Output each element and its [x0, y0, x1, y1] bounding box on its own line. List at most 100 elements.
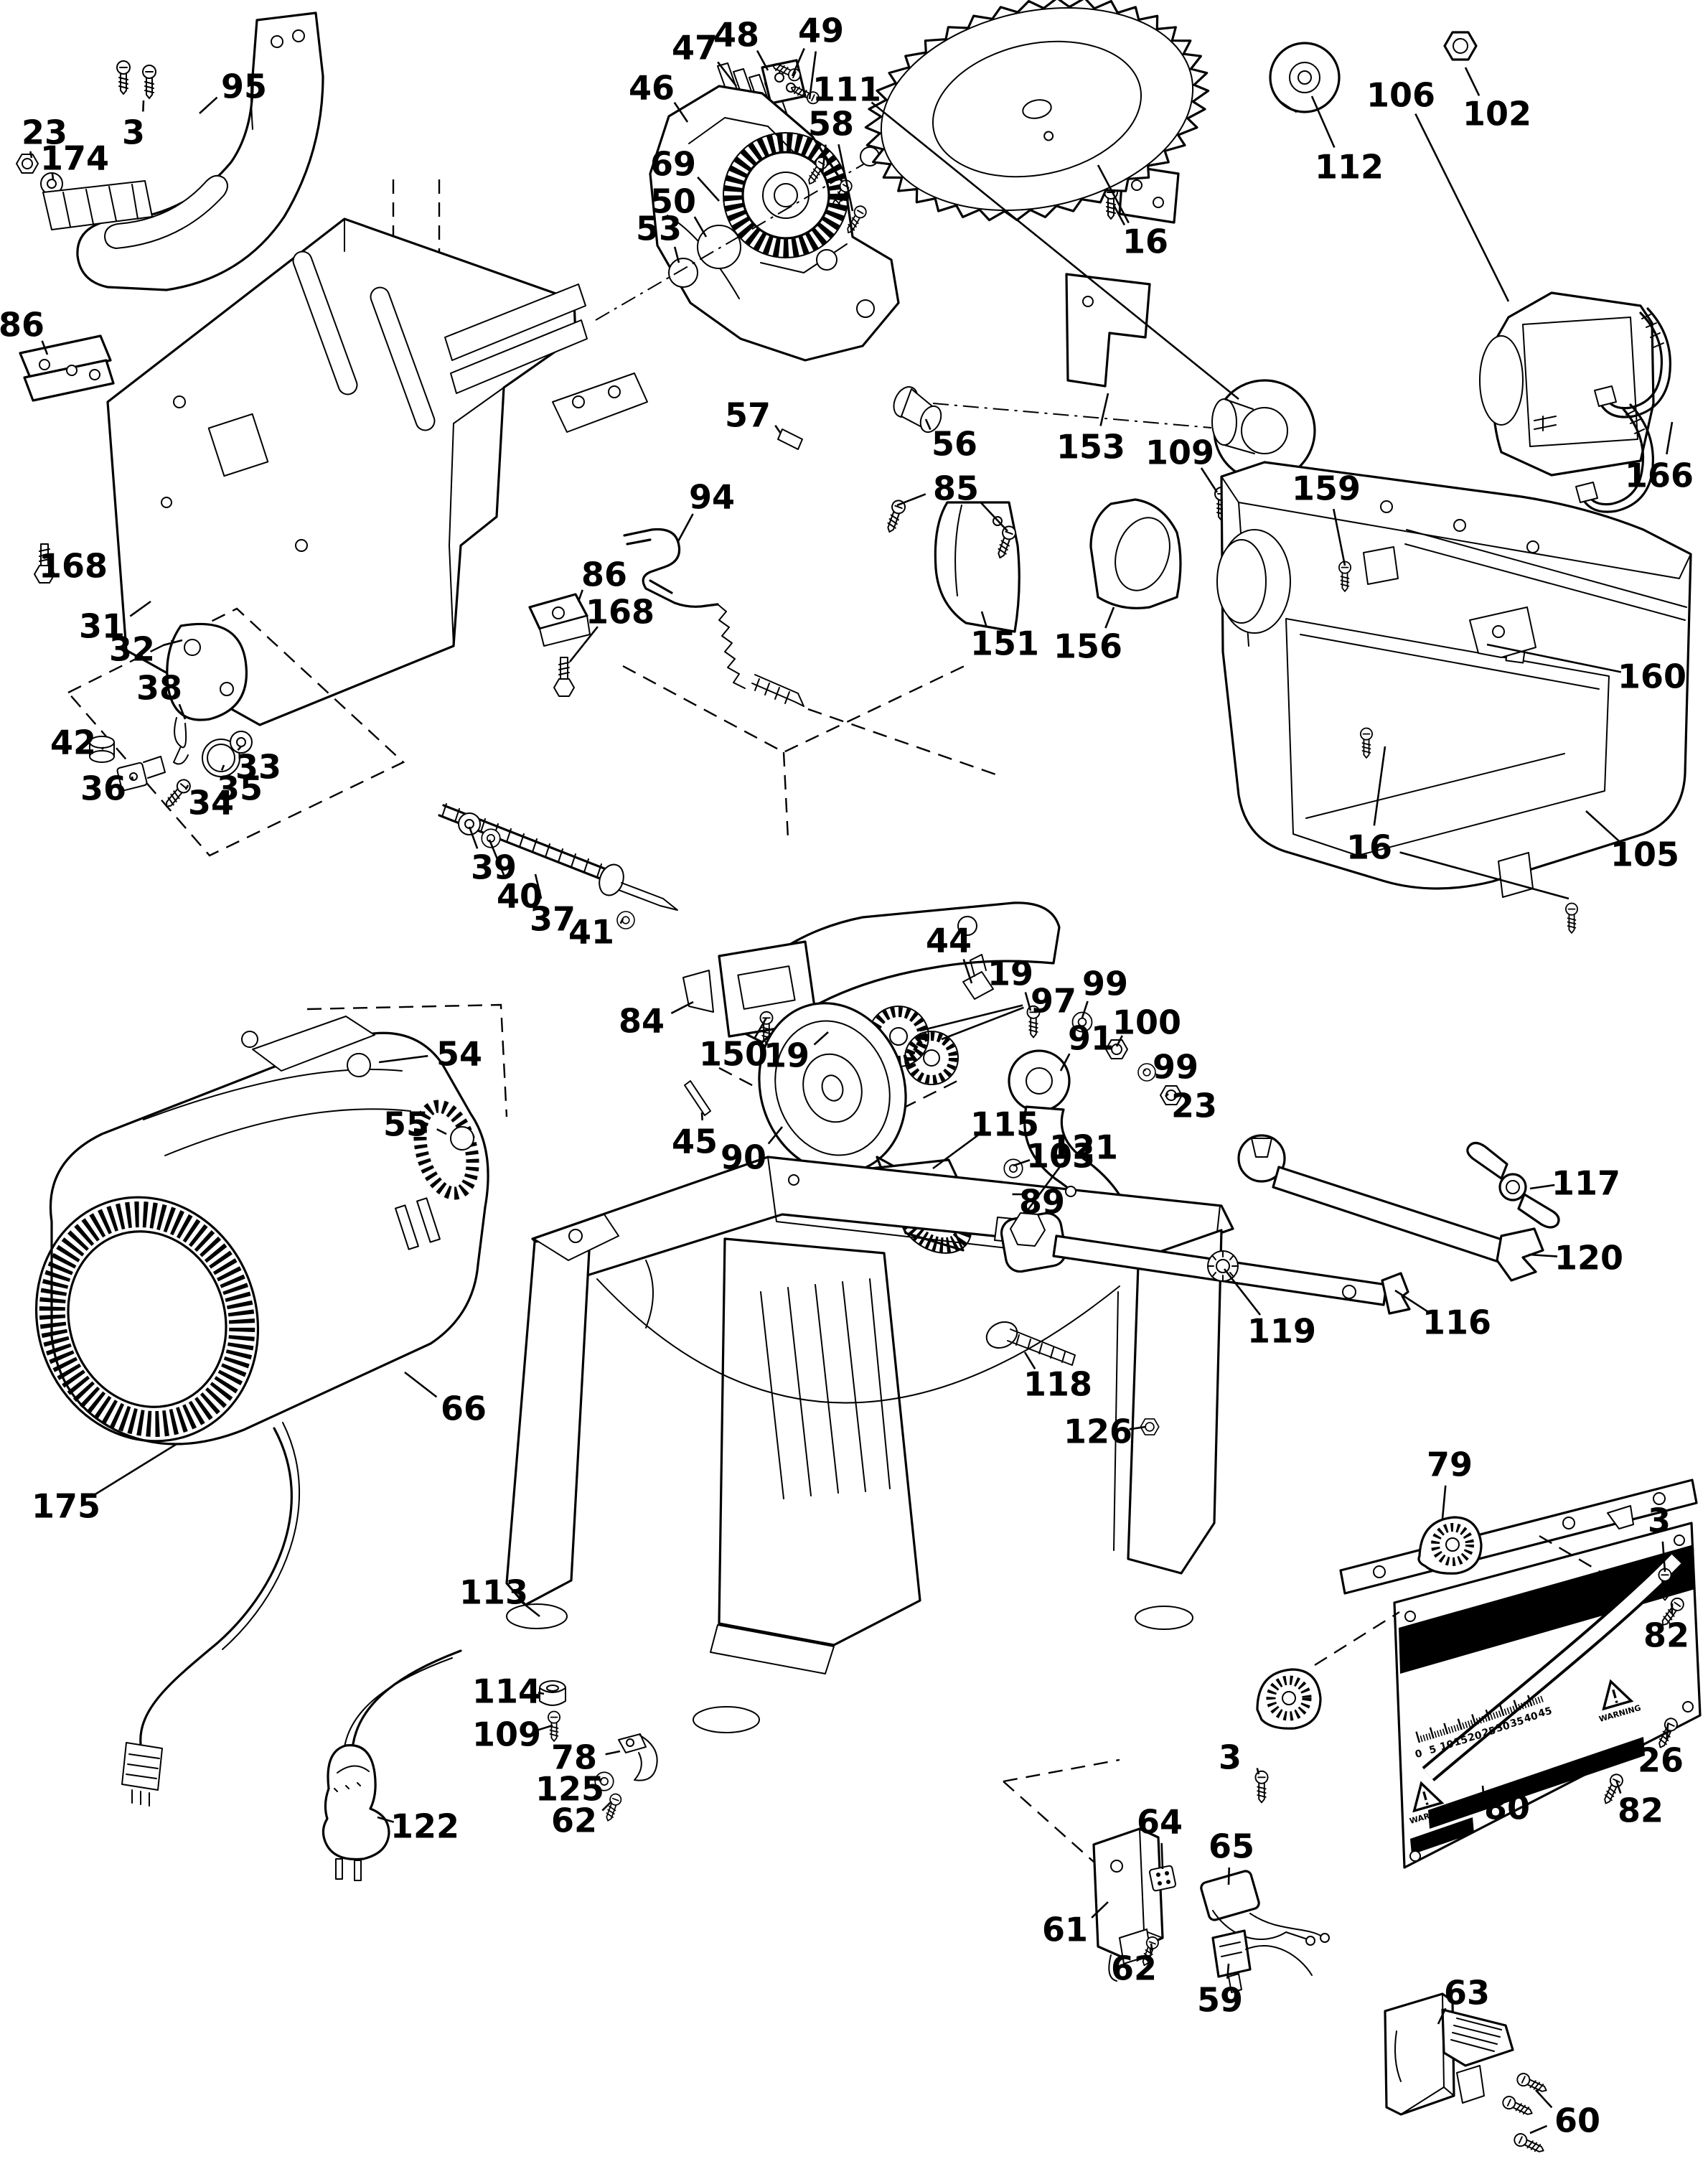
callout-23-2: 23 — [22, 113, 67, 152]
callout-55-47: 55 — [383, 1105, 429, 1144]
callout-23-57: 23 — [1171, 1087, 1217, 1125]
callout-156-34: 156 — [1054, 627, 1122, 666]
base-housing-113 — [505, 1156, 1234, 1733]
roll-pin-57 — [777, 428, 803, 450]
callout-94-32: 94 — [689, 478, 735, 517]
callout-78-72: 78 — [551, 1738, 597, 1777]
assembly-dashed-lines — [1314, 1535, 1608, 1667]
callout-86-18: 86 — [581, 556, 627, 594]
bracket-16-top — [1118, 164, 1180, 224]
locknut-23 — [16, 154, 39, 174]
screw-60b — [1500, 2094, 1536, 2120]
saw-blade — [864, 0, 1210, 222]
assembly-dashed-lines — [392, 179, 441, 260]
arbor-axis-line — [595, 161, 868, 321]
grommet-114 — [539, 1680, 566, 1706]
callout-160-43: 160 — [1618, 657, 1686, 696]
tilt-lever-cluster — [89, 622, 253, 792]
callout-42-9: 42 — [50, 723, 96, 762]
callout-126-68: 126 — [1064, 1412, 1132, 1451]
callout-62-74: 62 — [551, 1801, 597, 1840]
callout-60-83: 60 — [1554, 2102, 1600, 2140]
callout-99-56: 99 — [1153, 1048, 1198, 1087]
arbor-nut-102 — [1443, 31, 1478, 61]
cord-clamp-78 — [618, 1733, 658, 1781]
callout-82-87: 82 — [1618, 1791, 1664, 1830]
callout-106-40: 106 — [1366, 76, 1435, 115]
scale-label-15: 15 — [1453, 1734, 1469, 1748]
washer-103 — [1003, 1158, 1023, 1179]
blade-guard-151 — [934, 501, 1020, 633]
callout-35-12: 35 — [217, 769, 263, 808]
assembly-dashed-lines — [1003, 1758, 1120, 1863]
callout-45-61: 45 — [672, 1123, 718, 1161]
callout-112-39: 112 — [1315, 148, 1384, 187]
callout-49-22: 49 — [798, 11, 844, 50]
arbor-hole — [1022, 99, 1052, 119]
callout-111-24: 111 — [812, 70, 881, 109]
callout-118-67: 118 — [1023, 1365, 1092, 1404]
callout-58-25: 58 — [808, 105, 854, 144]
callout-56-30: 56 — [932, 425, 977, 464]
screw-60c — [1511, 2131, 1547, 2157]
callout-19-51: 19 — [987, 955, 1033, 993]
callout-95-0: 95 — [221, 67, 267, 106]
callout-89-64: 89 — [1019, 1183, 1065, 1222]
callout-151-33: 151 — [970, 624, 1039, 663]
callout-125-73: 125 — [535, 1770, 604, 1809]
callout-119-93: 119 — [1247, 1312, 1316, 1351]
callout-3-1: 3 — [122, 113, 145, 152]
assembly-dashed-lines — [622, 663, 968, 839]
callout-53-28: 53 — [636, 210, 682, 248]
scale-label-25: 25 — [1481, 1725, 1497, 1739]
callout-115-65: 115 — [970, 1105, 1039, 1144]
pin-45 — [684, 1080, 711, 1116]
callout-109-37: 109 — [1145, 434, 1214, 472]
callout-117-90: 117 — [1552, 1164, 1620, 1203]
capacitor-65 — [1200, 1870, 1330, 1946]
callout-121-66: 121 — [1049, 1128, 1118, 1167]
scale-label-10: 10 — [1439, 1738, 1455, 1753]
callout-32-7: 32 — [109, 630, 155, 669]
callout-116-92: 116 — [1422, 1303, 1491, 1342]
star-washer-119 — [1207, 1250, 1239, 1282]
callout-16-45: 16 — [1346, 828, 1392, 867]
wing-nut-117 — [1466, 1141, 1560, 1229]
scale-label-5: 5 — [1428, 1743, 1438, 1756]
screw-16d — [1564, 902, 1579, 934]
callout-100-55: 100 — [1112, 1003, 1181, 1042]
callout-37-16: 37 — [530, 900, 576, 939]
gib-plate-84 — [682, 970, 714, 1013]
screw-85a — [882, 497, 908, 535]
scale-label-45: 45 — [1536, 1705, 1553, 1720]
callout-97-52: 97 — [1031, 982, 1076, 1021]
callout-46-23: 46 — [629, 69, 675, 108]
callout-61-79: 61 — [1042, 1911, 1088, 1949]
callout-159-42: 159 — [1292, 469, 1361, 508]
assembly-dashed-lines — [306, 1003, 508, 1118]
drive-gear-69 — [723, 132, 849, 258]
callout-19-60: 19 — [764, 1036, 810, 1075]
screw-3b — [142, 65, 156, 99]
callout-59-81: 59 — [1197, 1981, 1243, 2020]
callout-66-48: 66 — [441, 1390, 487, 1428]
callout-114-70: 114 — [472, 1672, 541, 1711]
callout-64-77: 64 — [1137, 1803, 1183, 1842]
callout-26-86: 26 — [1638, 1741, 1684, 1780]
screw-3-left — [1254, 1770, 1269, 1804]
o-ring-50 — [697, 225, 741, 269]
callout-122-75: 122 — [390, 1807, 459, 1846]
mount-bracket-86-left — [19, 334, 115, 402]
callout-38-8: 38 — [136, 669, 182, 708]
callout-79-89: 79 — [1427, 1446, 1473, 1484]
connector-59 — [1211, 1929, 1313, 1993]
connector-block-64 — [1148, 1865, 1177, 1892]
callout-90-62: 90 — [721, 1138, 766, 1177]
switch-guard-61 — [1092, 1827, 1164, 1982]
callout-120-91: 120 — [1554, 1239, 1623, 1278]
guard-support-bracket — [76, 11, 324, 291]
washer-41 — [616, 911, 635, 929]
